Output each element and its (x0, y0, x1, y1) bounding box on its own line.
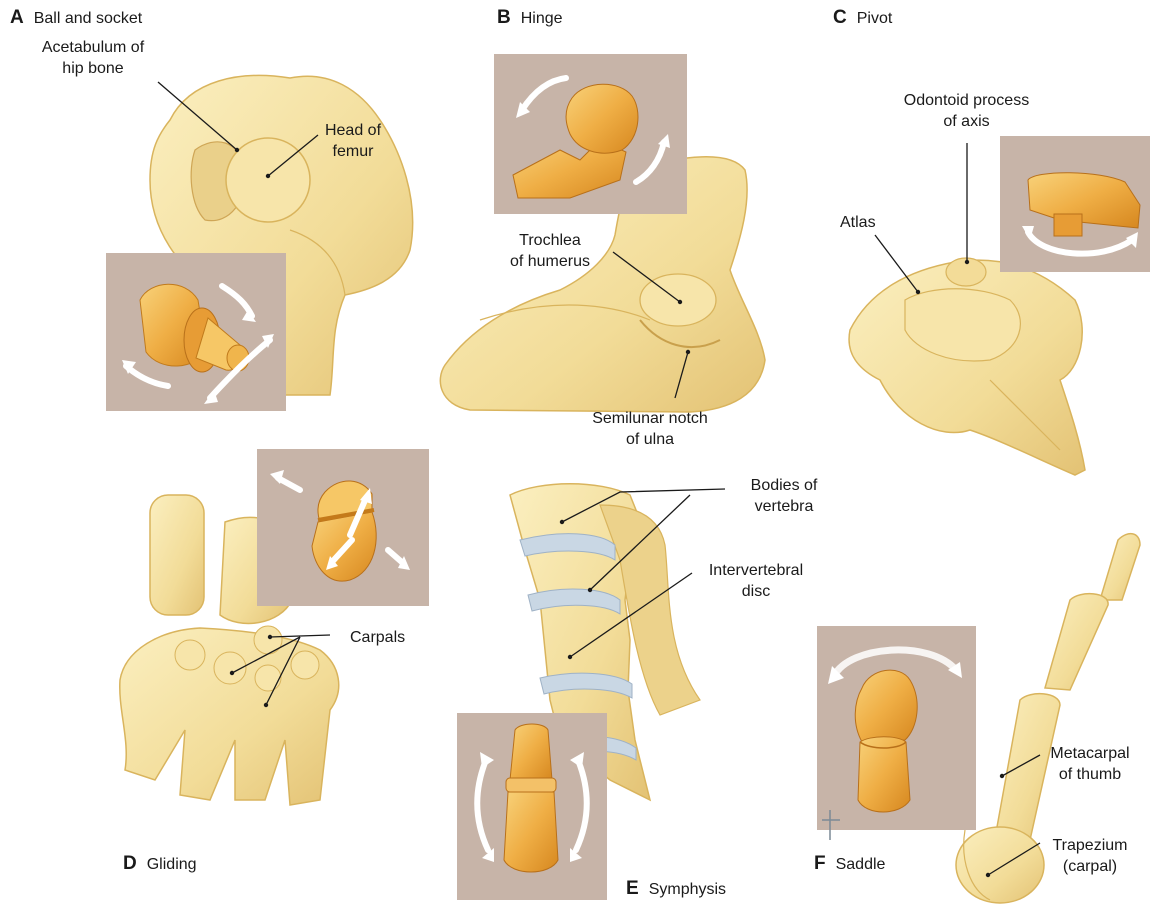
saddle-model-inset (817, 626, 976, 840)
panel-e-name: Symphysis (649, 881, 726, 898)
pivot-model-inset (1000, 136, 1150, 272)
panel-b-title: B Hinge (497, 7, 563, 30)
label-head-of-femur: Head of femur (318, 120, 388, 162)
symphysis-model-inset (457, 713, 607, 900)
gliding-model-inset (257, 449, 429, 606)
label-metacarpal-line1: Metacarpal (1035, 743, 1145, 764)
label-odontoid-line2: of axis (884, 111, 1049, 132)
label-semilunar-notch: Semilunar notch of ulna (580, 408, 720, 450)
panel-c-letter: C (833, 7, 847, 28)
panel-e-letter: E (626, 878, 639, 899)
panel-a-letter: A (10, 7, 24, 28)
label-head-femur-line2: femur (318, 141, 388, 162)
label-carpals: Carpals (350, 627, 405, 648)
hinge-model-inset (494, 54, 687, 214)
label-trochlea: Trochlea of humerus (490, 230, 610, 272)
panel-a-name: Ball and socket (34, 10, 143, 27)
label-semilunar-line1: Semilunar notch (580, 408, 720, 429)
label-intervertebral-line1: Intervertebral (686, 560, 826, 581)
label-semilunar-line2: of ulna (580, 429, 720, 450)
ball-socket-model-inset (106, 253, 286, 411)
label-intervertebral-line2: disc (686, 581, 826, 602)
atlas-axis-illustration (849, 258, 1085, 475)
panel-b-letter: B (497, 7, 511, 28)
label-bodies-line2: vertebra (728, 496, 840, 517)
label-odontoid-line1: Odontoid process (884, 90, 1049, 111)
panel-c-title: C Pivot (833, 7, 892, 30)
panel-e-title: E Symphysis (626, 878, 726, 901)
panel-d-title: D Gliding (123, 853, 197, 876)
label-trapezium: Trapezium (carpal) (1040, 835, 1140, 877)
panel-f-name: Saddle (836, 856, 886, 873)
label-acetabulum: Acetabulum of hip bone (18, 37, 168, 79)
panel-b-name: Hinge (521, 10, 563, 27)
panel-f-title: F Saddle (814, 853, 885, 876)
label-bodies-of-vertebra: Bodies of vertebra (728, 475, 840, 517)
panel-f-letter: F (814, 853, 826, 874)
panel-c-name: Pivot (857, 10, 893, 27)
label-bodies-line1: Bodies of (728, 475, 840, 496)
label-intervertebral-disc: Intervertebral disc (686, 560, 826, 602)
panel-a-title: A Ball and socket (10, 7, 142, 30)
label-atlas: Atlas (840, 212, 876, 233)
panel-d-letter: D (123, 853, 137, 874)
label-metacarpal-of-thumb: Metacarpal of thumb (1035, 743, 1145, 785)
label-acetabulum-line2: hip bone (18, 58, 168, 79)
label-head-femur-line1: Head of (318, 120, 388, 141)
label-trapezium-line1: Trapezium (1040, 835, 1140, 856)
label-trochlea-line2: of humerus (490, 251, 610, 272)
panel-d-name: Gliding (147, 856, 197, 873)
label-trochlea-line1: Trochlea (490, 230, 610, 251)
label-trapezium-line2: (carpal) (1040, 856, 1140, 877)
label-acetabulum-line1: Acetabulum of (18, 37, 168, 58)
label-odontoid-process: Odontoid process of axis (884, 90, 1049, 132)
label-metacarpal-line2: of thumb (1035, 764, 1145, 785)
